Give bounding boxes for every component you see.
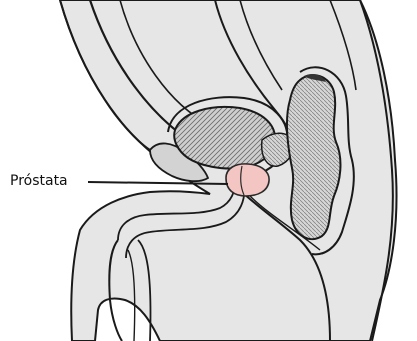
bladder bbox=[174, 107, 275, 169]
prostate bbox=[226, 164, 269, 196]
prostate-label: Próstata bbox=[10, 173, 68, 189]
